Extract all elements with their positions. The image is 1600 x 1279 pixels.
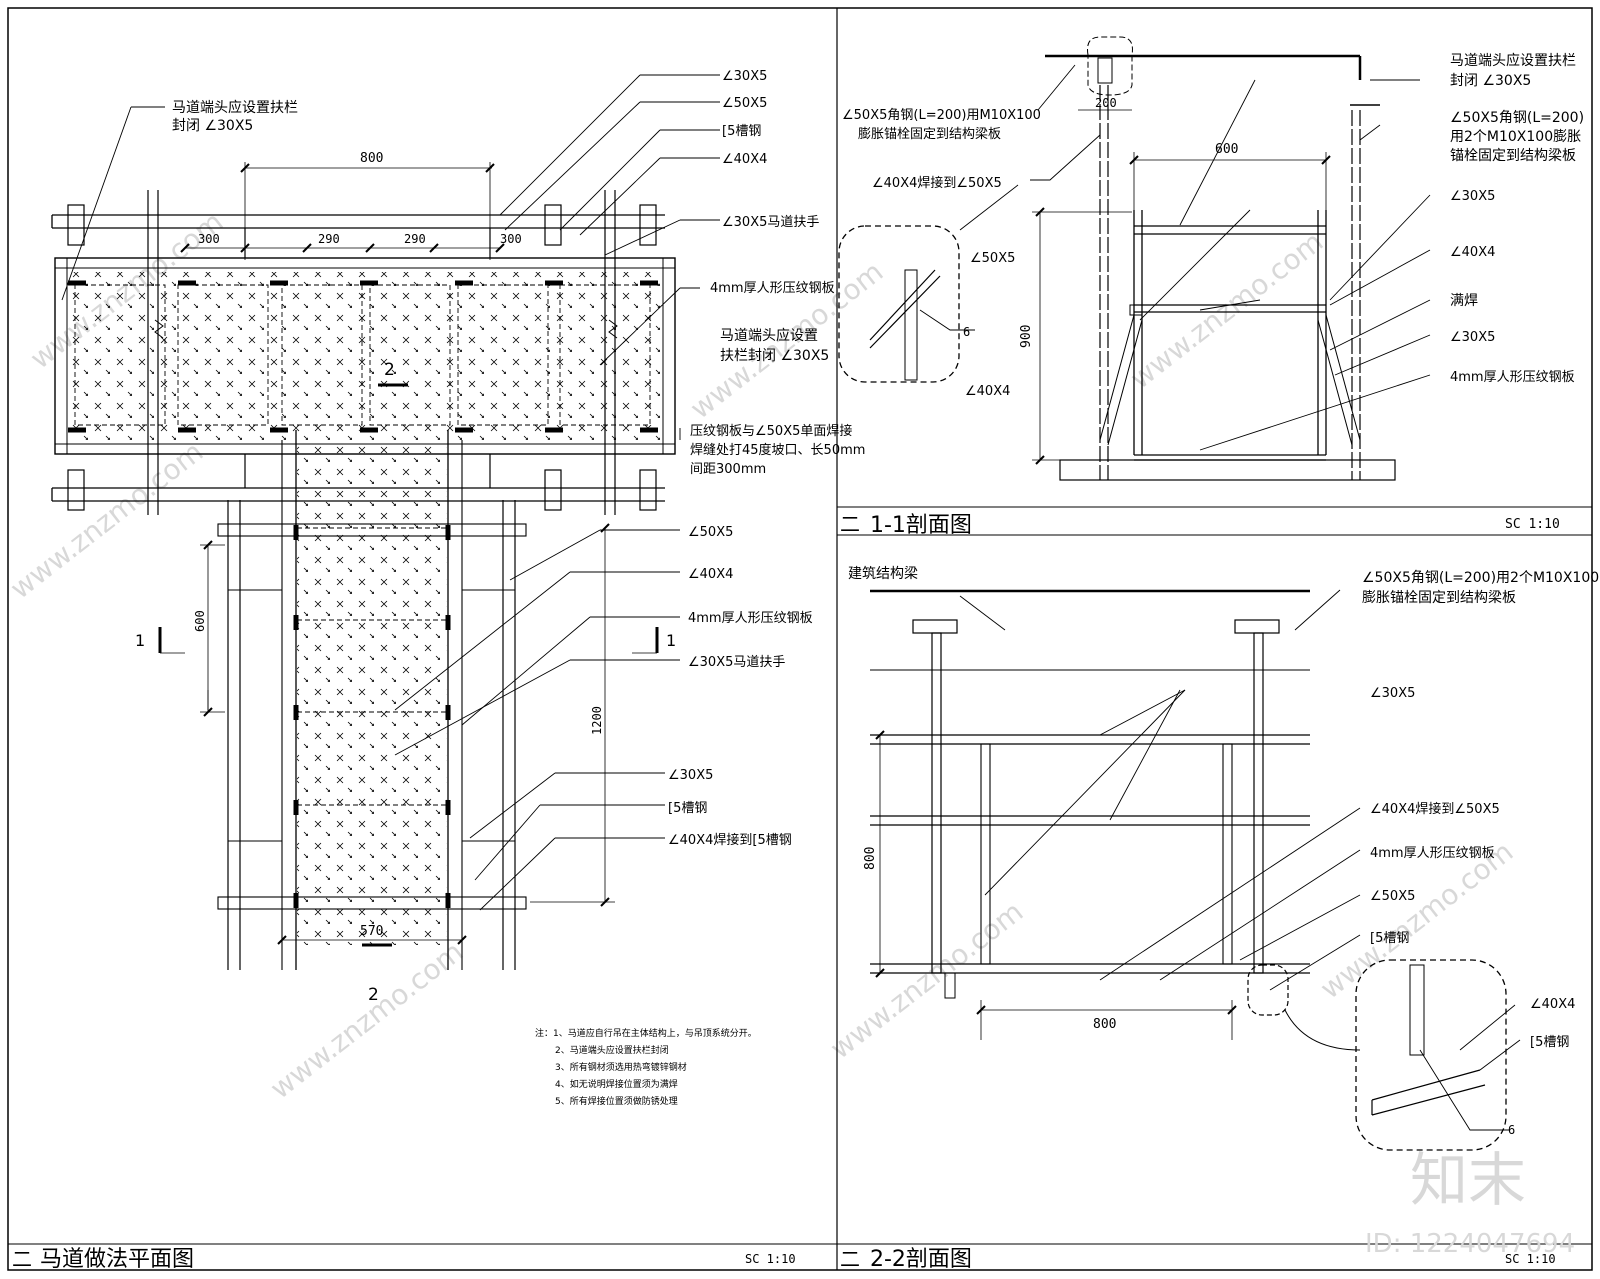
s22-l50x5: ∠50X5 [1370, 889, 1415, 904]
plan-title: 马道做法平面图 [40, 1247, 194, 1272]
note-line: 3、所有钢材须选用热弯镀锌钢材 [555, 1061, 687, 1073]
note-line: 注：1、马道应自行吊在主体结构上，与吊顶系统分开。 [535, 1027, 757, 1039]
plan-title-mark: 二 [12, 1247, 32, 1271]
label-handrail-b: ∠30X5马道扶手 [688, 655, 785, 670]
plan-labels: 800 300 290 290 300 600 1200 570 1 1 2 2… [135, 69, 865, 1107]
plan-dim-300: 300 [198, 232, 220, 246]
s11-anchor-a: ∠50X5角钢(L=200)用M10X100 [842, 108, 1041, 123]
s11-dim-900: 900 [1019, 325, 1034, 348]
label-l40x4-b: ∠40X4 [688, 567, 733, 582]
section-mark-1-left: 1 [135, 631, 145, 650]
s22-l30x5: ∠30X5 [1370, 686, 1415, 701]
s22-dim-800-v: 800 [863, 847, 878, 870]
plan-dim-300: 300 [500, 232, 522, 246]
watermark-text: www.znzmo.com [1124, 225, 1329, 396]
label-l30x5-b: ∠30X5 [668, 768, 713, 783]
s22-scale: SC 1:10 [1505, 1252, 1556, 1266]
s11-l40x4: ∠40X4 [965, 384, 1010, 399]
s11-fullweld: 满焊 [1450, 293, 1478, 309]
section-mark-1-right: 1 [666, 631, 676, 650]
label-channel5-b: [5槽钢 [668, 801, 707, 816]
watermark-text: www.znzmo.com [824, 895, 1029, 1066]
watermark-text: www.znzmo.com [4, 435, 209, 606]
label-l50x5-b: ∠50X5 [688, 525, 733, 540]
label-end-rail-2b: 扶栏封闭 ∠30X5 [720, 348, 829, 364]
plan-dim-1200: 1200 [590, 706, 604, 735]
plan-dim-290: 290 [404, 232, 426, 246]
label-l50x5: ∠50X5 [722, 96, 767, 111]
s22-title-mark: 二 [840, 1247, 860, 1271]
s11-weld-mark: 6 [963, 325, 970, 339]
s11-scale: SC 1:10 [1505, 517, 1560, 532]
label-handrail: ∠30X5马道扶手 [722, 215, 819, 230]
s11-anchor2-c: 锚栓固定到结构梁板 [1450, 148, 1576, 164]
brand-logo: 知末 ID: 1224047694 [1365, 1146, 1575, 1259]
label-l30x5: ∠30X5 [722, 69, 767, 84]
s11-plate: 4mm厚人形压纹钢板 [1450, 370, 1575, 385]
plan-dim-600: 600 [193, 610, 207, 632]
section-mark-2-bottom: 2 [368, 985, 379, 1005]
plan-drawing [51, 74, 720, 970]
label-weld40: ∠40X4焊接到[5槽钢 [668, 832, 792, 848]
label-weld-b: 焊缝处打45度坡口、长50mm [690, 442, 865, 458]
section-1-1-drawing [838, 36, 1431, 481]
s11-dim-200: 200 [1095, 96, 1117, 110]
plan-dim-800: 800 [360, 151, 383, 166]
plan-dim-290: 290 [318, 232, 340, 246]
section-1-1-title-block: 二 1-1剖面图 SC 1:10 [840, 512, 1560, 538]
s11-l50x5: ∠50X5 [970, 251, 1015, 266]
label-end-rail: 马道端头应设置扶栏 [172, 99, 298, 116]
plan-title-block: 二 马道做法平面图 SC 1:10 [12, 1247, 796, 1272]
s11-end-b: 封闭 ∠30X5 [1450, 73, 1531, 89]
s11-title-mark: 二 [840, 512, 860, 536]
s11-weld: ∠40X4焊接到∠50X5 [872, 175, 1002, 191]
s11-l40x4-b: ∠40X4 [1450, 245, 1495, 260]
s22-weld-mark: 6 [1508, 1123, 1515, 1137]
label-l40x4: ∠40X4 [722, 152, 767, 167]
label-weld-a: 压纹钢板与∠50X5单面焊接 [690, 423, 852, 439]
sheet-frame [7, 7, 1593, 1271]
plan-dim-570: 570 [360, 924, 383, 939]
s11-title: 1-1剖面图 [870, 513, 972, 538]
s22-dim-800-h: 800 [1093, 1017, 1116, 1032]
label-end-rail-2a: 马道端头应设置 [720, 327, 818, 344]
s11-anchor2-b: 用2个M10X100膨胀 [1450, 128, 1581, 145]
s22-anchor-b: 膨胀锚栓固定到结构梁板 [1362, 589, 1516, 606]
label-plate-4mm-b: 4mm厚人形压纹钢板 [688, 611, 813, 626]
s11-anchor-b: 膨胀锚栓固定到结构梁板 [858, 127, 1001, 142]
plan-scale: SC 1:10 [745, 1252, 796, 1266]
plan-notes: 注：1、马道应自行吊在主体结构上，与吊顶系统分开。 2、马道端头应设置扶栏封闭 … [535, 1027, 757, 1107]
section-2-2-labels: 建筑结构梁 ∠50X5角钢(L=200)用2个M10X100 膨胀锚栓固定到结构… [848, 566, 1599, 1137]
label-weld-c: 间距300mm [690, 462, 766, 477]
s22-l40x4: ∠40X4 [1530, 997, 1575, 1012]
section-mark-2-top: 2 [384, 360, 395, 380]
s11-l30x5: ∠30X5 [1450, 189, 1495, 204]
s11-anchor2-a: ∠50X5角钢(L=200) [1450, 110, 1584, 126]
label-channel5: [5槽钢 [722, 124, 761, 139]
label-end-rail-b: 封闭 ∠30X5 [172, 118, 253, 134]
note-line: 4、如无说明焊接位置须为满焊 [555, 1078, 678, 1090]
section-1-1-labels: 200 600 900 ∠50X5角钢(L=200)用M10X100 膨胀锚栓固… [842, 52, 1584, 399]
s22-weld: ∠40X4焊接到∠50X5 [1370, 801, 1500, 817]
s11-l30x5-b: ∠30X5 [1450, 330, 1495, 345]
watermark-text: www.znzmo.com [264, 935, 469, 1106]
s22-channel5-b: [5槽钢 [1530, 1035, 1569, 1050]
s22-channel5: [5槽钢 [1370, 931, 1409, 946]
s22-anchor-a: ∠50X5角钢(L=200)用2个M10X100 [1362, 570, 1599, 586]
note-line: 2、马道端头应设置扶栏封闭 [555, 1044, 669, 1056]
section-2-2-title-block: 二 2-2剖面图 SC 1:10 [840, 1247, 1556, 1272]
note-line: 5、所有焊接位置须做防锈处理 [555, 1095, 678, 1107]
s11-dim-600: 600 [1215, 142, 1238, 157]
s11-end-a: 马道端头应设置扶栏 [1450, 52, 1576, 69]
s22-beam: 建筑结构梁 [848, 566, 918, 582]
label-plate-4mm: 4mm厚人形压纹钢板 [710, 281, 835, 296]
s22-plate: 4mm厚人形压纹钢板 [1370, 846, 1495, 861]
brand-id: ID: 1224047694 [1365, 1229, 1575, 1259]
brand-logo-text: 知末 [1410, 1146, 1526, 1214]
section-2-2-drawing [870, 589, 1521, 1151]
s22-title: 2-2剖面图 [870, 1247, 972, 1272]
